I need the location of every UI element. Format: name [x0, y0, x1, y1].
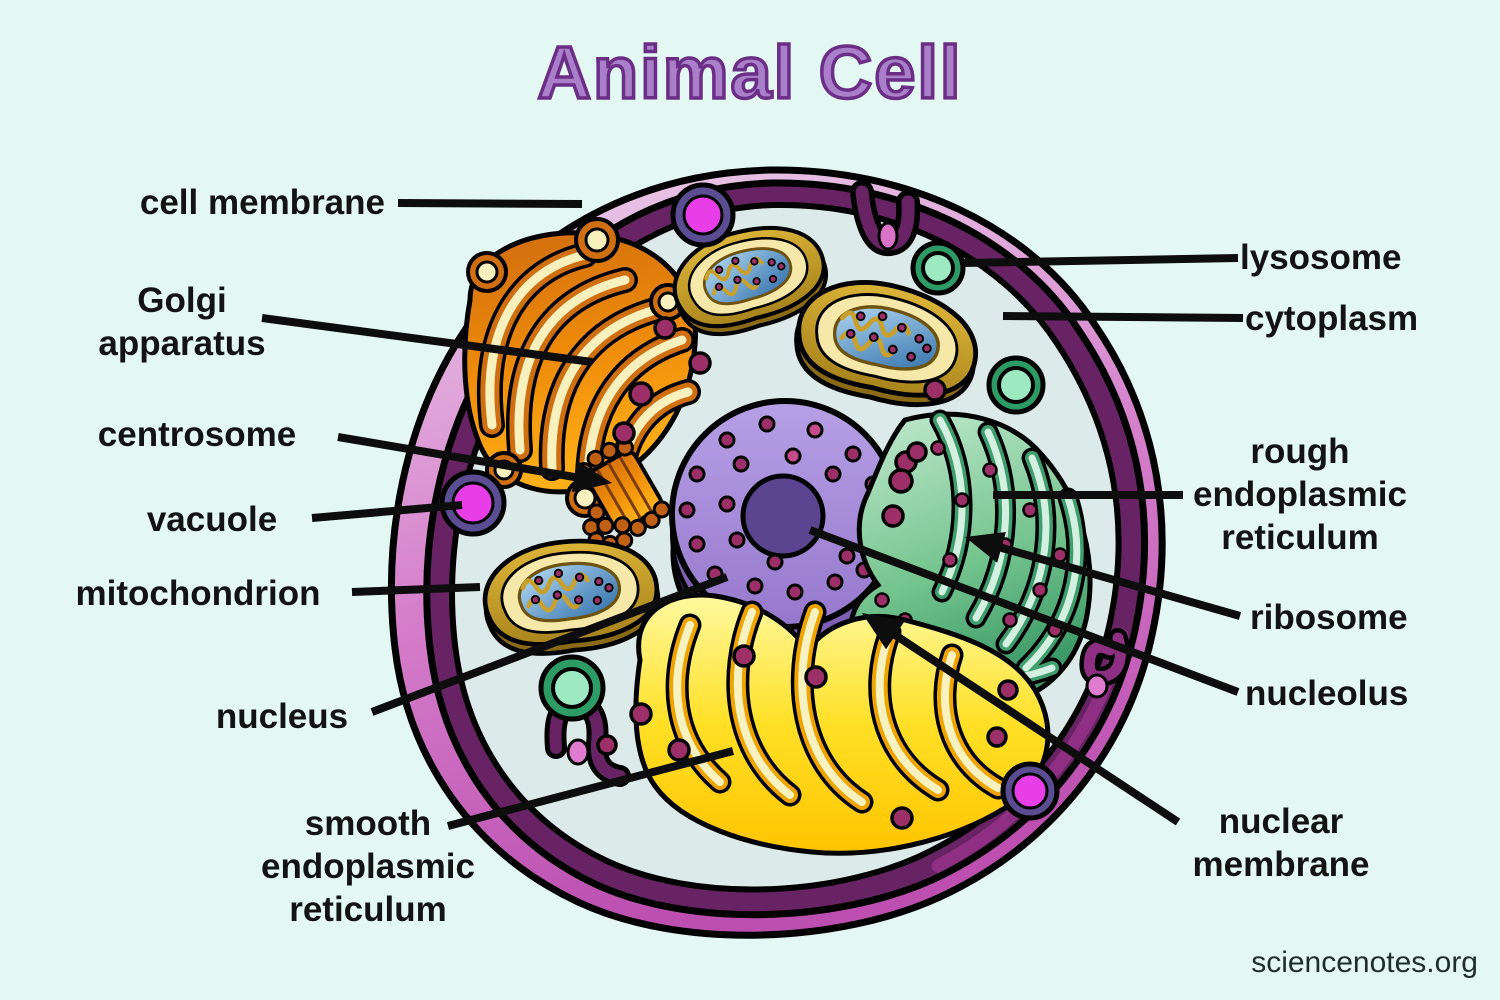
lysosomes [538, 240, 1046, 722]
leader-vacuole [311, 501, 463, 522]
leader-cell-membrane [397, 199, 583, 208]
label-nuclear-membrane: nuclear membrane [1192, 802, 1370, 884]
label-ribosome: ribosome [1250, 598, 1408, 637]
leader-centrosome [337, 433, 593, 484]
page-title: Animal Cell [536, 29, 963, 116]
ribosome-arrowhead [965, 532, 1006, 563]
label-centrosome: centrosome [97, 415, 297, 454]
membrane-fold-top [850, 180, 921, 256]
leader-lines [261, 199, 1244, 830]
centrosome-arrowhead [571, 460, 612, 493]
vacuole-left [439, 469, 507, 537]
label-mitochondrion: mitochondrion [75, 574, 321, 613]
nuclear-membrane-arrowhead [862, 613, 905, 650]
vacuole-bottom-right [1000, 761, 1060, 821]
lysosome-bottom-left [538, 654, 606, 722]
label-nucleus: nucleus [215, 697, 349, 736]
label-cell-membrane: cell membrane [139, 183, 385, 222]
label-vacuole: vacuole [146, 500, 278, 539]
free-ribosomes [596, 316, 1019, 830]
label-cytoplasm: cytoplasm [1245, 299, 1419, 338]
watermark: sciencenotes.org [1251, 946, 1478, 979]
leader-nucleolus [808, 526, 1240, 696]
nucleolus [740, 473, 826, 559]
lysosome-top [910, 240, 966, 296]
leader-golgi [261, 314, 593, 366]
label-golgi-apparatus: Golgi apparatus [98, 281, 266, 363]
lysosome-right [986, 355, 1046, 415]
leader-arrowheads [571, 460, 1006, 650]
label-nucleolus: nucleolus [1245, 674, 1409, 713]
label-lysosome: lysosome [1240, 238, 1402, 277]
label-rough-er: rough endoplasmic reticulum [1193, 432, 1407, 557]
leader-lysosome [963, 254, 1239, 267]
label-smooth-er: smooth endoplasmic reticulum [261, 804, 475, 929]
leader-smooth-er [446, 747, 735, 830]
leader-nucleus [370, 573, 729, 716]
leader-cytoplasm [1002, 312, 1244, 322]
membrane-fold-bottom-right [1079, 628, 1131, 699]
leader-nuclear-membrane [877, 621, 1181, 826]
leader-mitochondrion [351, 583, 481, 596]
vacuoles [439, 182, 1060, 821]
vacuole-top [670, 182, 736, 248]
leader-ribosome [983, 539, 1242, 620]
